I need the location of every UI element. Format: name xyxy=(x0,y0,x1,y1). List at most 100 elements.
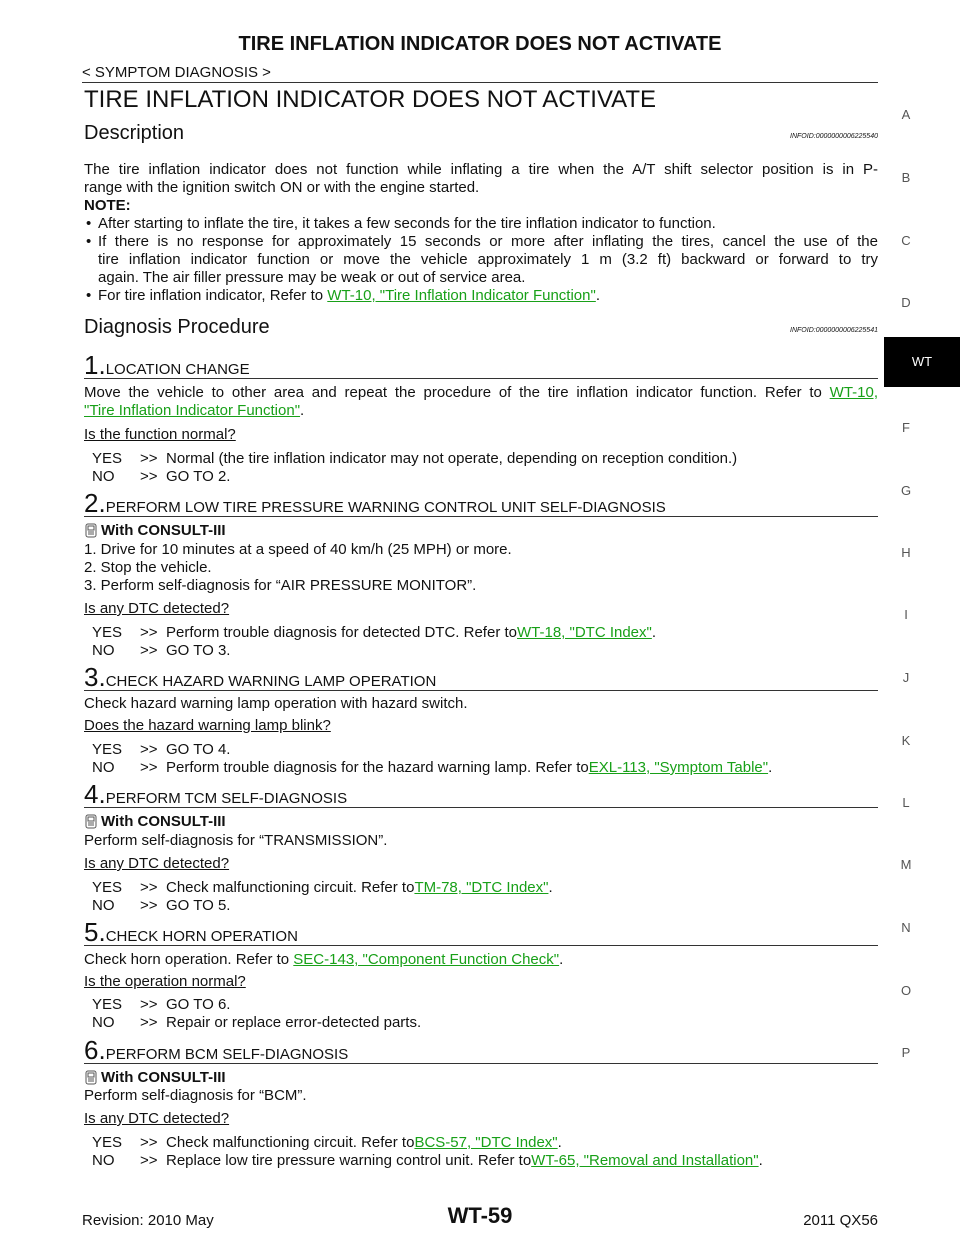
note-bullet-line: If there is no response for approximatel… xyxy=(98,233,878,250)
side-index-p[interactable]: P xyxy=(901,1045,911,1060)
step-6-answers: YES>>Check malfunctioning circuit. Refer… xyxy=(92,1134,763,1170)
step-1-question: Is the function normal? xyxy=(84,426,236,443)
side-index-m[interactable]: M xyxy=(900,857,912,872)
link-wt-10[interactable]: WT-10, "Tire Inflation Indicator Functio… xyxy=(327,287,596,304)
step-1-body: Move the vehicle to other area and repea… xyxy=(84,384,878,420)
page-number: WT-59 xyxy=(447,1203,513,1228)
side-index-i[interactable]: I xyxy=(904,607,908,622)
punctuation: . xyxy=(768,759,773,776)
link-sec-143[interactable]: SEC-143, "Component Function Check" xyxy=(293,951,560,968)
step-number: 3. xyxy=(84,662,106,692)
side-index-o[interactable]: O xyxy=(900,983,912,998)
arrow: >> xyxy=(140,1014,158,1031)
arrow: >> xyxy=(140,897,158,914)
step-4-header: 4.PERFORM TCM SELF-DIAGNOSIS xyxy=(84,781,878,808)
yes-label: YES xyxy=(92,879,123,896)
arrow: >> xyxy=(140,759,158,776)
step-4-answers: YES >> Check malfunctioning circuit. Refer… xyxy=(92,879,553,915)
side-index-n[interactable]: N xyxy=(901,920,911,935)
yes-action: GO TO 6. xyxy=(166,996,231,1013)
side-index-h[interactable]: H xyxy=(901,545,911,560)
link-bcs-57[interactable]: BCS-57, "DTC Index" xyxy=(414,1134,558,1151)
step-5-text: Check horn operation. Refer to SEC-143, … xyxy=(84,951,878,969)
no-action: Perform trouble diagnosis for the hazard… xyxy=(166,759,589,776)
side-index-l[interactable]: L xyxy=(902,795,910,810)
consult-tool-icon xyxy=(85,523,97,537)
note-bullet: If there is no response for approximatel… xyxy=(84,233,878,287)
step-label: LOCATION CHANGE xyxy=(105,361,250,378)
consult-text: With CONSULT-III xyxy=(101,1069,226,1086)
step-5-header: 5.CHECK HORN OPERATION xyxy=(84,919,878,946)
link-wt-10-b[interactable]: "Tire Inflation Indicator Function" xyxy=(84,402,301,419)
step-2-list: 1. Drive for 10 minutes at a speed of 40… xyxy=(84,541,878,595)
note-bullet: For tire inflation indicator, Refer to W… xyxy=(84,287,878,305)
no-action: GO TO 5. xyxy=(166,897,231,914)
yes-label: YES xyxy=(92,624,123,641)
arrow: >> xyxy=(140,741,158,758)
step-2-question: Is any DTC detected? xyxy=(84,600,230,617)
punctuation: . xyxy=(557,1134,562,1151)
section-breadcrumb: < SYMPTOM DIAGNOSIS > xyxy=(82,64,271,81)
yes-label: YES xyxy=(92,450,123,467)
note-bullet-line: tire inflation indicator function or mov… xyxy=(98,251,878,268)
step-label: PERFORM LOW TIRE PRESSURE WARNING CONTRO… xyxy=(105,499,666,516)
side-index-j[interactable]: J xyxy=(902,670,910,685)
punctuation: . xyxy=(758,1152,763,1169)
note-bullet: After starting to inflate the tire, it t… xyxy=(84,215,878,233)
punctuation: . xyxy=(595,287,600,304)
consult-label: With CONSULT-III xyxy=(84,1069,226,1086)
step-6-question: Is any DTC detected? xyxy=(84,1110,230,1127)
link-wt-18[interactable]: WT-18, "DTC Index" xyxy=(517,624,652,641)
arrow: >> xyxy=(140,450,158,467)
no-label: NO xyxy=(92,468,115,485)
yes-action: Check malfunctioning circuit. Refer to xyxy=(166,1134,415,1151)
step-6-header: 6.PERFORM BCM SELF-DIAGNOSIS xyxy=(84,1037,878,1064)
side-index-d[interactable]: D xyxy=(901,295,911,310)
arrow: >> xyxy=(140,624,158,641)
diagnosis-infoid: INFOID:0000000006225541 xyxy=(790,327,878,334)
yes-action: Check malfunctioning circuit. Refer to xyxy=(166,879,415,896)
link-exl-113[interactable]: EXL-113, "Symptom Table" xyxy=(588,759,769,776)
description-body: The tire inflation indicator does not fu… xyxy=(84,161,878,305)
consult-text: With CONSULT-III xyxy=(101,522,226,539)
step-number: 6. xyxy=(84,1035,106,1065)
side-index-f[interactable]: F xyxy=(902,420,910,435)
list-item: 1. Drive for 10 minutes at a speed of 40… xyxy=(84,541,512,558)
diagnosis-heading: Diagnosis Procedure xyxy=(84,316,270,338)
revision-date: Revision: 2010 May xyxy=(82,1212,214,1229)
side-index-a[interactable]: A xyxy=(901,107,911,122)
link-wt-65[interactable]: WT-65, "Removal and Installation" xyxy=(531,1152,759,1169)
step-number: 1. xyxy=(84,350,106,380)
link-wt-10-a[interactable]: WT-10, xyxy=(829,384,878,401)
page-title: TIRE INFLATION INDICATOR DOES NOT ACTIVA… xyxy=(84,86,657,113)
consult-tool-icon xyxy=(85,1070,97,1084)
page-header-title: TIRE INFLATION INDICATOR DOES NOT ACTIVA… xyxy=(238,33,722,55)
consult-tool-icon xyxy=(85,814,97,828)
no-action: Replace low tire pressure warning contro… xyxy=(166,1152,532,1169)
punctuation: . xyxy=(300,402,305,419)
punctuation: . xyxy=(548,879,553,896)
no-action: GO TO 3. xyxy=(166,642,231,659)
link-tm-78[interactable]: TM-78, "DTC Index" xyxy=(414,879,549,896)
step-text: Check horn operation. Refer to xyxy=(84,951,294,968)
side-index-g[interactable]: G xyxy=(900,483,912,498)
step-text: Move the vehicle to other area and repea… xyxy=(84,384,830,401)
no-label: NO xyxy=(92,642,115,659)
step-3-answers: YES>>GO TO 4. NO>>Perform trouble diagno… xyxy=(92,741,772,777)
header-divider xyxy=(82,82,878,83)
no-action: Repair or replace error-detected parts. xyxy=(166,1014,422,1031)
side-index-c[interactable]: C xyxy=(901,233,911,248)
note-bullet-text: For tire inflation indicator, Refer to xyxy=(98,287,328,304)
description-infoid: INFOID:0000000006225540 xyxy=(790,133,878,140)
yes-action: Perform trouble diagnosis for detected D… xyxy=(166,624,517,641)
side-index-b[interactable]: B xyxy=(901,170,911,185)
yes-label: YES xyxy=(92,996,123,1013)
step-number: 5. xyxy=(84,917,106,947)
side-index-k[interactable]: K xyxy=(901,733,911,748)
no-label: NO xyxy=(92,759,115,776)
description-line: The tire inflation indicator does not fu… xyxy=(84,161,878,178)
side-tab-wt[interactable]: WT xyxy=(884,337,960,387)
list-item: 2. Stop the vehicle. xyxy=(84,559,212,576)
step-label: CHECK HAZARD WARNING LAMP OPERATION xyxy=(105,673,437,690)
step-2-answers: YES >> Perform trouble diagnosis for detec… xyxy=(92,624,656,660)
